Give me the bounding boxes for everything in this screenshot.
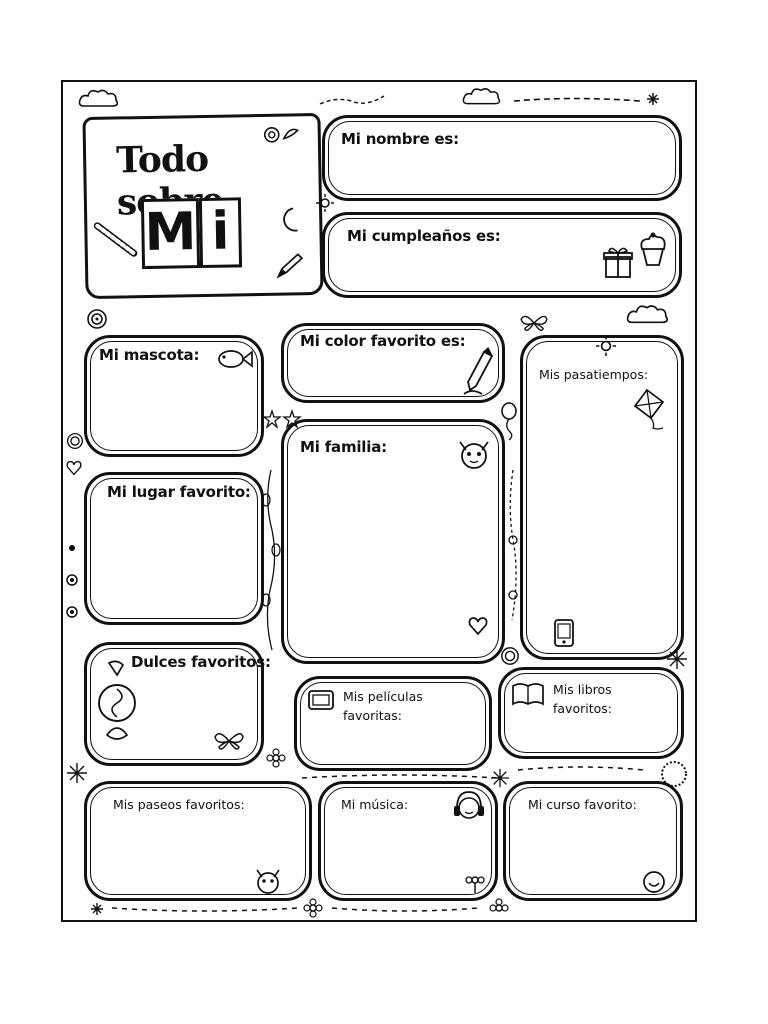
heart-icon [468,617,488,636]
cloud-icon [462,88,501,105]
label-nombre: Mi nombre es: [341,130,459,148]
star-icon [647,93,659,105]
star-icon [67,763,87,783]
label-lugar: Mi lugar favorito: [107,483,251,501]
flower-icon [266,748,286,768]
worksheet-border [61,80,697,922]
bee-trail-icon [319,95,385,105]
box-familia[interactable]: Mi familia: [281,419,505,664]
kite-icon [633,388,665,430]
star-icon [262,408,302,429]
label-cumpleanos: Mi cumpleaños es: [347,227,501,245]
label-paseos: Mis paseos favoritos: [113,797,245,812]
box-nombre[interactable]: Mi nombre es: [322,115,682,201]
box-dulces[interactable]: Dulces favoritos: [84,642,271,766]
dashed-line-icon [301,774,499,779]
fish-icon [218,350,253,368]
moon-icon [283,207,298,232]
box-curso[interactable]: Mi curso favorito: [503,781,683,901]
box-musica[interactable]: Mi música: [318,781,498,901]
sun-icon [316,194,334,212]
box-pasatiempos[interactable]: Mis pasatiempos: [520,335,684,660]
flower-icon [489,898,509,912]
dashed-line-icon [517,766,645,771]
label-peliculas: Mis películas favoritas: [343,689,423,723]
label-libros: Mis libros favoritos: [553,682,612,716]
title-card: Todo sobre M i [82,112,324,300]
box-lugar[interactable]: Mi lugar favorito: [84,472,264,625]
smiley-icon [643,871,665,893]
headphones-icon [454,791,484,819]
tv-icon [308,690,334,710]
phone-icon [554,619,574,647]
box-mascota[interactable]: Mi mascota: [84,335,264,457]
box-paseos[interactable]: Mis paseos favoritos: [84,781,312,901]
flower-icon [303,898,323,918]
cloud-icon [626,305,669,324]
dashed-line-icon [513,97,641,102]
cloud-icon [78,89,119,107]
dotted-circle-icon [661,761,687,787]
dashed-line-icon [331,907,479,912]
star-icon [490,768,510,788]
pencil-icon [276,253,304,279]
dashed-line-icon [111,907,299,912]
dot-icon [66,545,78,618]
butterfly-icon [520,315,548,331]
candy-cane-icon [93,222,138,257]
cupcake-icon [640,232,666,266]
cat-icon [459,441,489,469]
butterfly-icon [214,733,244,750]
label-familia: Mi familia: [300,438,387,456]
heart-icon [66,460,82,476]
label-color: Mi color favorito es: [300,332,466,350]
box-cumpleanos[interactable]: Mi cumpleaños es: [322,212,682,298]
book-icon [512,683,544,706]
sun-icon [596,336,616,356]
star-icon [667,649,687,669]
snail-icon [263,126,300,143]
label-mascota: Mi mascota: [99,346,200,364]
label-musica: Mi música: [341,797,409,812]
balloon-icon [501,402,517,441]
title-letter-i: i [198,197,243,269]
vine-icon [261,469,281,651]
spiral-icon [501,647,519,665]
title-letter-m: M [140,198,201,270]
label-dulces: Dulces favoritos: [131,653,271,671]
label-curso: Mi curso favorito: [528,797,637,812]
box-peliculas[interactable]: Mis películas favoritas: [294,676,492,771]
label-pasatiempos: Mis pasatiempos: [539,367,649,382]
spiral-icon [87,309,107,329]
crayon-icon [463,346,494,395]
star-icon [91,903,103,915]
spiral-icon [66,432,84,450]
box-libros[interactable]: Mis libros favoritos: [498,667,684,759]
gift-icon [603,247,633,278]
box-color[interactable]: Mi color favorito es: [281,323,505,403]
vine-icon [508,469,518,621]
flower-icon [465,876,485,893]
candy-icon [98,660,136,740]
cat-face-icon [256,869,280,894]
